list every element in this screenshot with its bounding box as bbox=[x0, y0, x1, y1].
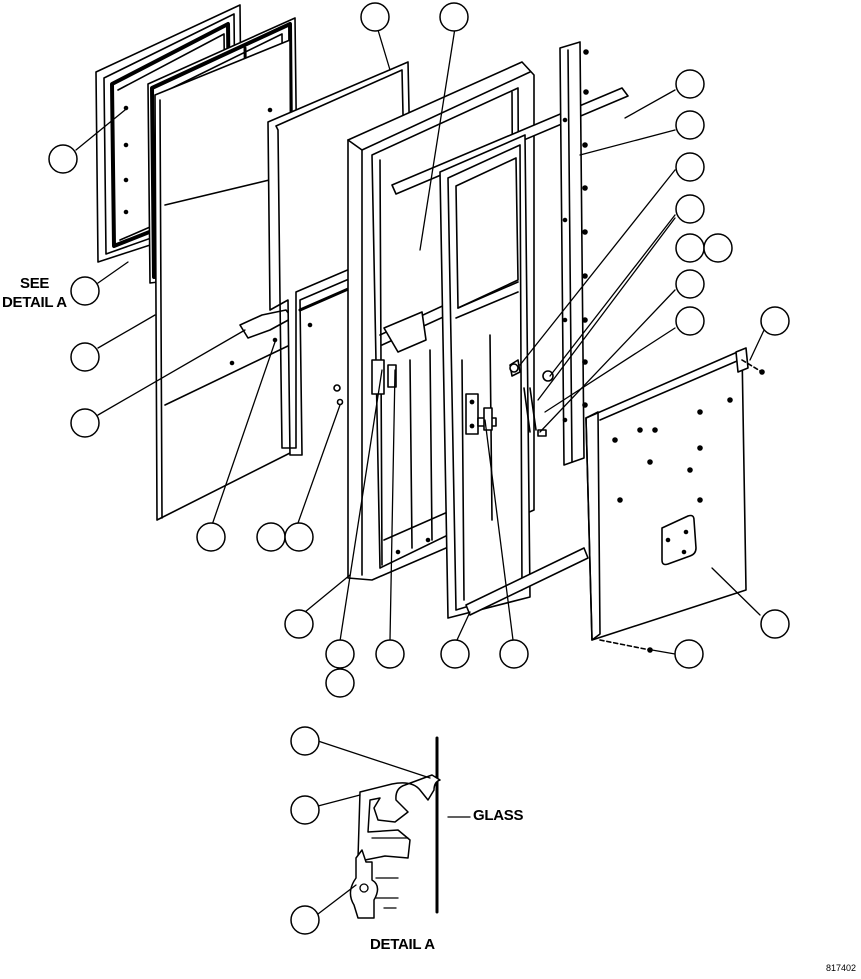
back-panel bbox=[585, 347, 763, 651]
callout-circle bbox=[290, 795, 320, 825]
detail-a-drawing bbox=[317, 736, 471, 919]
callout-circle bbox=[48, 144, 78, 174]
hinge-strip bbox=[559, 41, 589, 466]
callout-circle bbox=[675, 152, 705, 182]
callout-circle bbox=[499, 639, 529, 669]
drawing-number: 817402 bbox=[826, 963, 857, 973]
small-hardware bbox=[333, 363, 765, 653]
bottom-rail bbox=[465, 547, 589, 616]
detail-a-callout-label: DETAIL A bbox=[2, 294, 67, 311]
callout-circle bbox=[360, 2, 390, 32]
callout-circle bbox=[760, 306, 790, 336]
callout-circle bbox=[284, 522, 314, 552]
callout-circles bbox=[48, 2, 790, 698]
callout-circle bbox=[290, 905, 320, 935]
callout-circle bbox=[674, 639, 704, 669]
door-liner-panel bbox=[154, 39, 313, 521]
glass-label: GLASS bbox=[473, 807, 524, 824]
callout-circle bbox=[675, 269, 705, 299]
callout-circle bbox=[675, 110, 705, 140]
callout-circle bbox=[760, 609, 790, 639]
callout-circle bbox=[440, 639, 470, 669]
callout-circle bbox=[70, 342, 100, 372]
callout-circle bbox=[290, 726, 320, 756]
callout-circle bbox=[325, 668, 355, 698]
callout-circle bbox=[675, 194, 705, 224]
callout-circle bbox=[325, 639, 355, 669]
detail-a-title: DETAIL A bbox=[370, 936, 435, 953]
callout-circle bbox=[256, 522, 286, 552]
callout-circle bbox=[675, 233, 705, 263]
callout-circle bbox=[70, 276, 100, 306]
callout-circle bbox=[70, 408, 100, 438]
callout-circle bbox=[675, 306, 705, 336]
callout-circle bbox=[439, 2, 469, 32]
callout-circle bbox=[375, 639, 405, 669]
callout-circle bbox=[703, 233, 733, 263]
detail-a-callouts bbox=[290, 726, 320, 935]
callout-circle bbox=[675, 69, 705, 99]
callout-circle bbox=[284, 609, 314, 639]
inner-door-frame bbox=[439, 134, 537, 619]
callout-circle bbox=[196, 522, 226, 552]
see-label: SEE bbox=[20, 275, 50, 292]
leader-lines bbox=[75, 27, 766, 655]
